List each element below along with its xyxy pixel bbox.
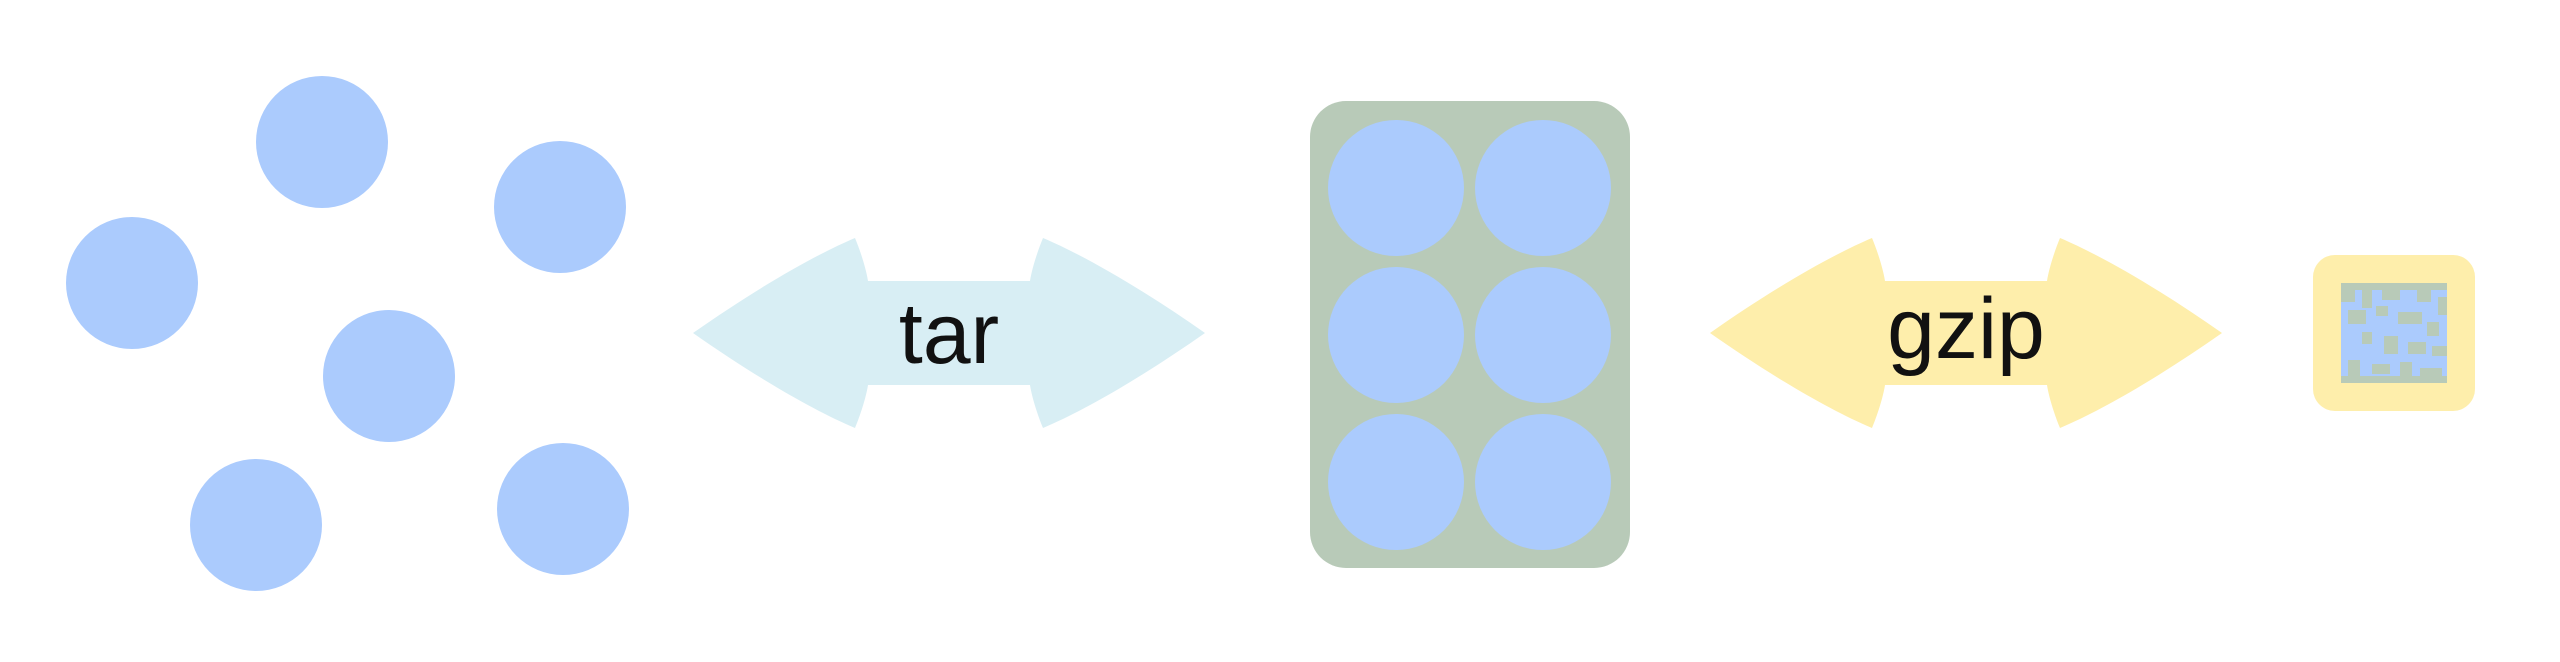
pattern-block <box>2438 297 2447 315</box>
pattern-block <box>2432 346 2447 356</box>
pattern-block <box>2341 290 2355 302</box>
tar-label: tar <box>899 286 999 382</box>
pattern-block <box>2427 322 2439 336</box>
pattern-block <box>2384 336 2398 354</box>
loose-file <box>256 76 388 208</box>
pattern-block <box>2341 376 2447 383</box>
compressed-archive-group <box>2313 255 2475 411</box>
archived-file <box>1328 414 1464 550</box>
archived-file <box>1475 414 1611 550</box>
loose-files-group <box>66 76 629 591</box>
pattern-block <box>2341 283 2447 290</box>
pattern-block <box>2382 290 2400 300</box>
pattern-block <box>2362 332 2372 344</box>
pattern-block <box>2417 290 2431 302</box>
pattern-block <box>2362 290 2372 308</box>
pattern-block <box>2372 364 2390 374</box>
pattern-block <box>2408 342 2426 354</box>
archived-file <box>1328 267 1464 403</box>
loose-file <box>190 459 322 591</box>
loose-file <box>66 217 198 349</box>
compressed-pattern-blocks <box>2341 283 2447 383</box>
archived-file <box>1475 120 1611 256</box>
pattern-block <box>2420 368 2442 376</box>
pattern-block <box>2398 312 2422 324</box>
gzip-arrow-group: gzip <box>1710 238 2222 428</box>
loose-file <box>494 141 626 273</box>
archived-file <box>1475 267 1611 403</box>
gzip-label: gzip <box>1887 281 2045 377</box>
loose-file <box>323 310 455 442</box>
pattern-block <box>2348 310 2366 324</box>
pattern-block <box>2348 360 2360 376</box>
pattern-block <box>2376 306 2388 316</box>
loose-file <box>497 443 629 575</box>
gzip-double-arrow <box>1710 238 2222 428</box>
archive-group <box>1310 101 1630 568</box>
pattern-block <box>2400 362 2412 378</box>
tar-arrow-group: tar <box>693 238 1205 428</box>
archived-file <box>1328 120 1464 256</box>
tar-double-arrow <box>693 238 1205 428</box>
